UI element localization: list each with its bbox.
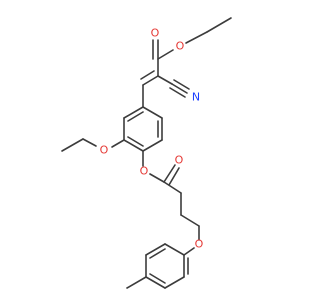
bond — [164, 276, 185, 289]
bond — [127, 136, 144, 147]
bond — [163, 181, 182, 194]
bond — [173, 79, 190, 90]
bond — [140, 70, 155, 80]
bond — [142, 106, 163, 119]
bond — [180, 214, 200, 227]
atom-label-o: O — [175, 154, 184, 167]
bond — [145, 243, 166, 256]
atom-label-o: O — [140, 165, 149, 178]
bond — [123, 139, 144, 152]
bond — [127, 111, 144, 122]
molecule-diagram: O O N O O O O — [61, 17, 232, 289]
bond — [164, 243, 185, 256]
structure-svg: O O N O O O O — [61, 17, 232, 289]
bond — [168, 167, 180, 186]
bond — [206, 17, 232, 33]
bond — [185, 31, 208, 44]
bond — [142, 139, 163, 152]
bond — [149, 273, 166, 284]
bond — [169, 87, 186, 98]
bond — [183, 247, 195, 256]
bond — [61, 138, 84, 152]
bond — [163, 164, 176, 183]
bond — [157, 75, 173, 85]
atom-label-n: N — [192, 91, 200, 104]
bond — [149, 173, 165, 183]
atom-label-o: O — [176, 40, 185, 53]
atom-label-o: O — [151, 27, 160, 40]
bond — [111, 139, 125, 148]
bond — [142, 75, 159, 86]
bond — [157, 49, 174, 60]
bond — [171, 83, 188, 94]
bond — [145, 276, 166, 289]
bond — [126, 276, 147, 289]
atom-label-o: O — [195, 238, 204, 251]
atom-label-o: O — [100, 144, 109, 157]
bond — [149, 248, 166, 259]
bond — [82, 138, 97, 147]
bond — [123, 106, 144, 119]
